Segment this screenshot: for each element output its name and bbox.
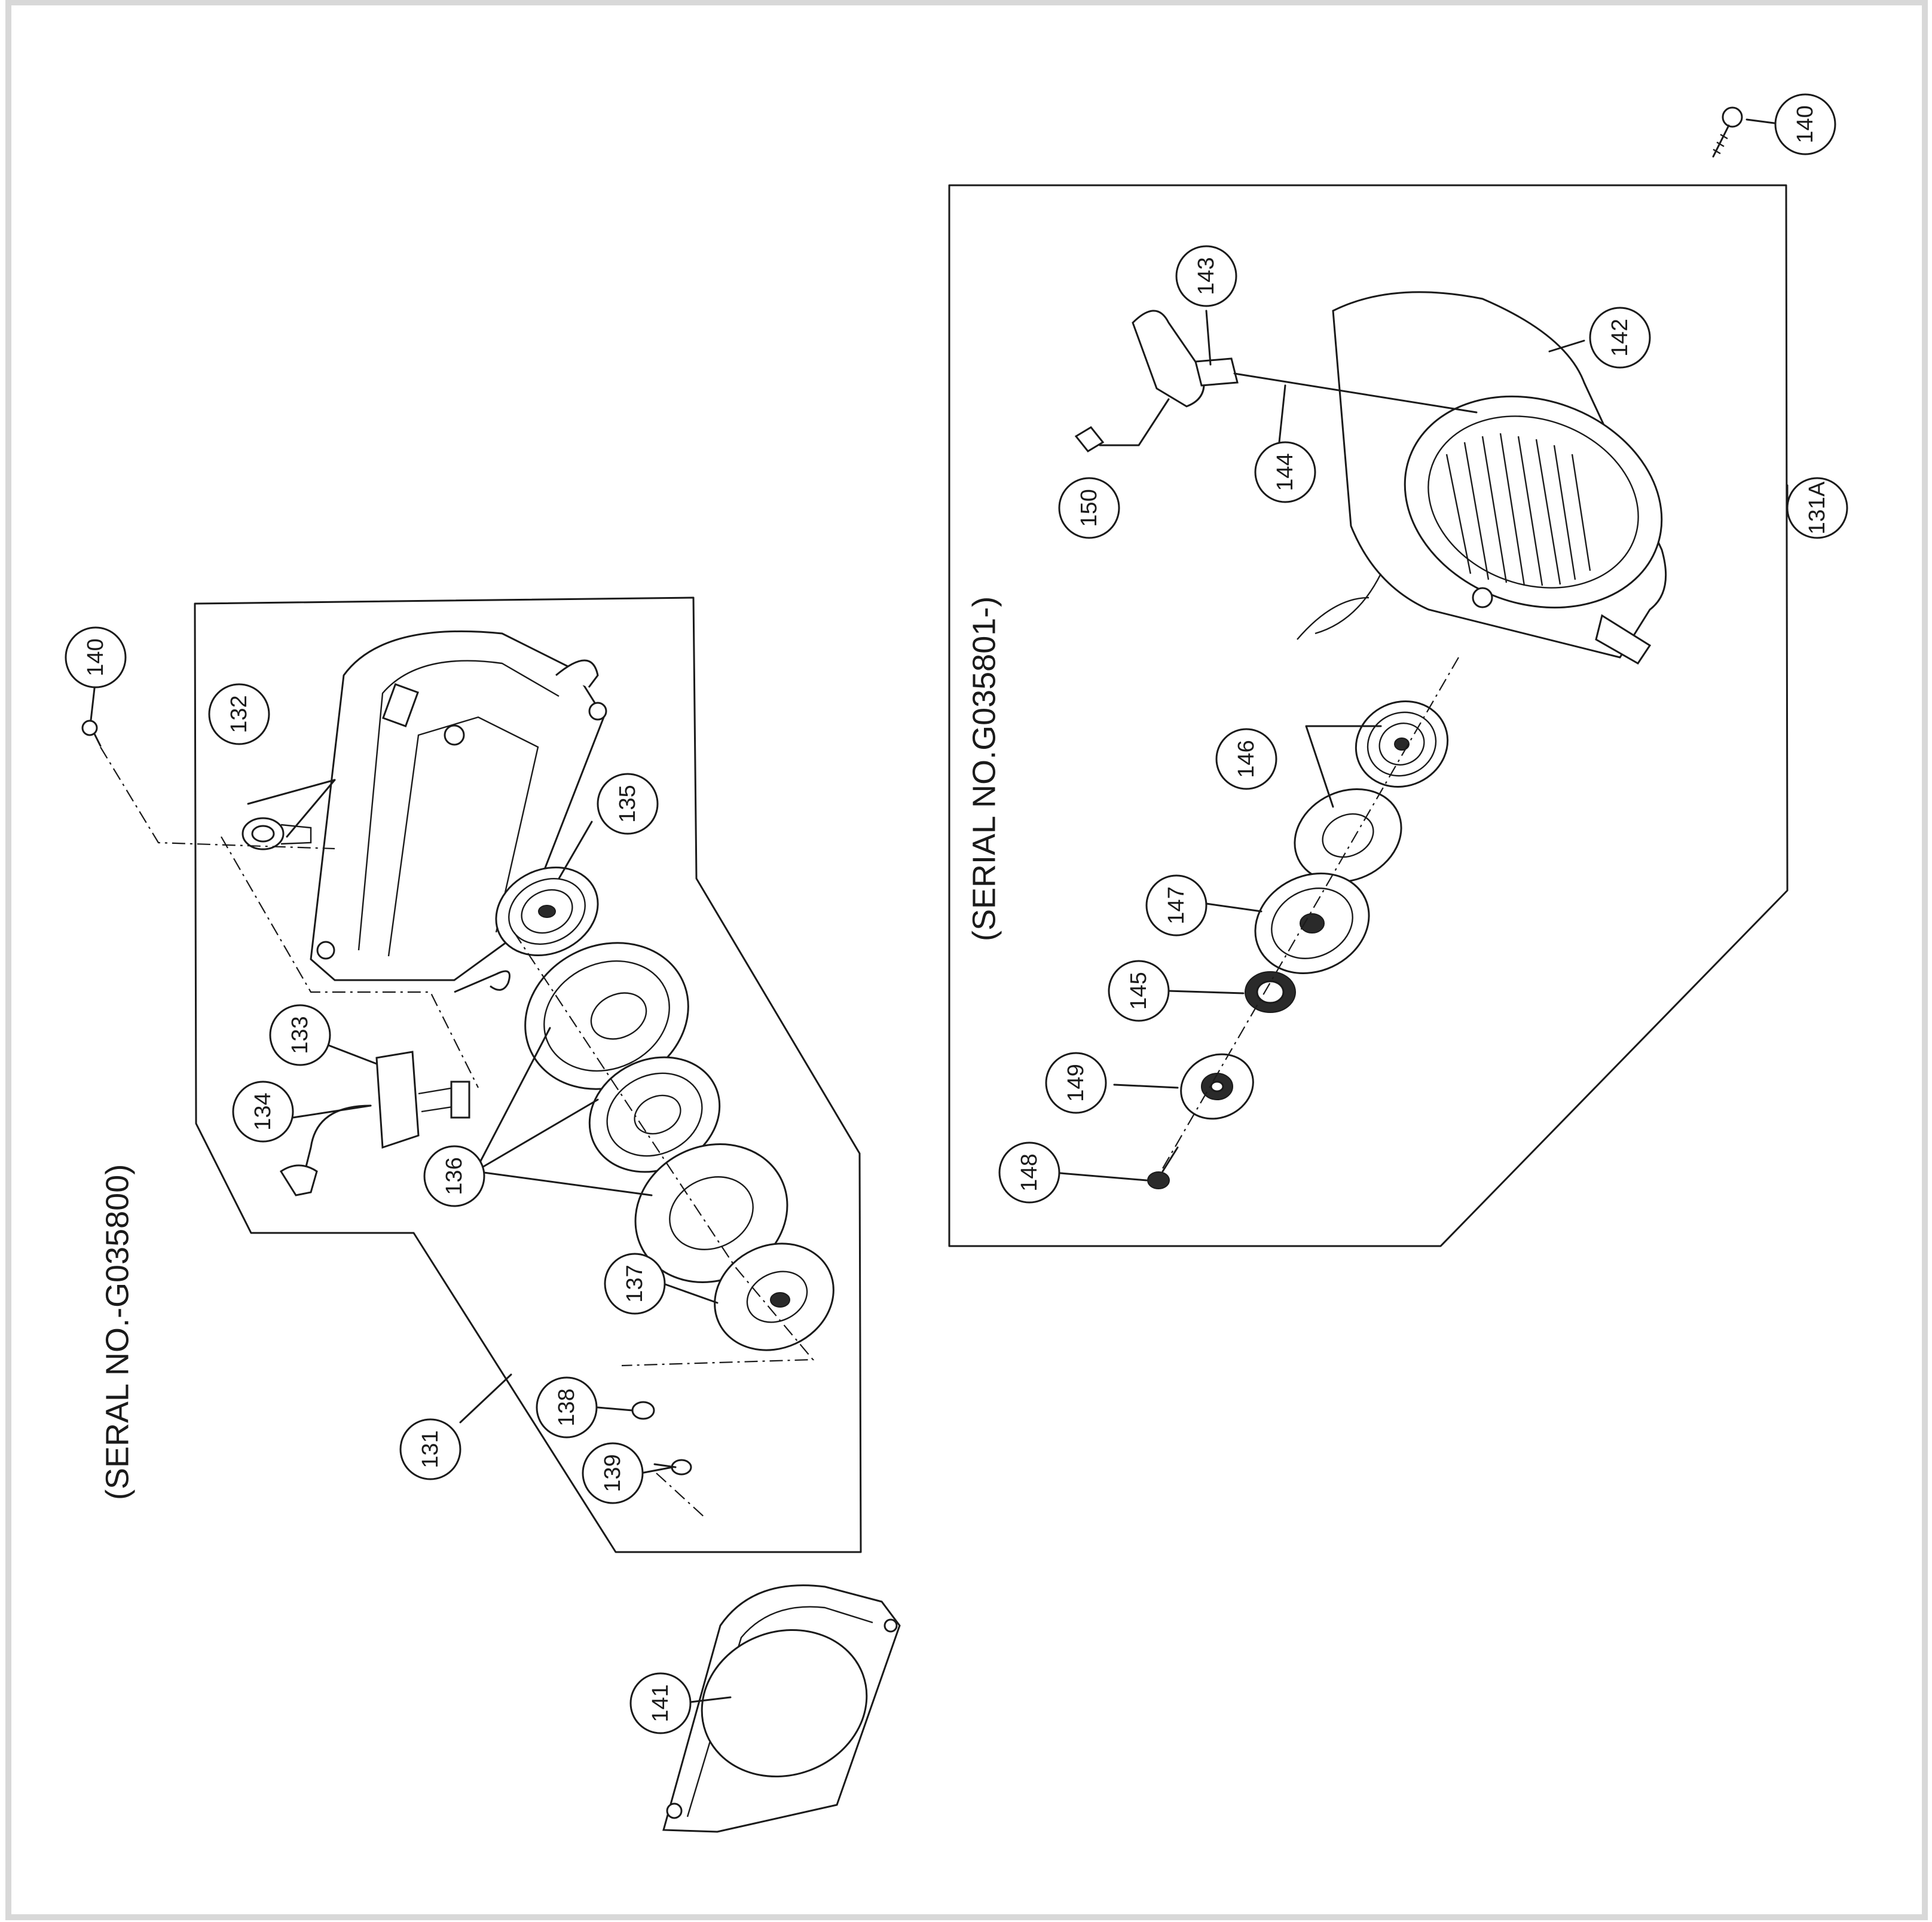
callout-140-right: 140 <box>1774 93 1836 155</box>
pulley-137-drawing <box>714 1242 834 1351</box>
svg-text:132: 132 <box>227 695 252 733</box>
leader-138 <box>597 1406 634 1412</box>
handle-133-drawing <box>279 1051 470 1196</box>
screw-140-left-drawing <box>81 720 102 747</box>
svg-text:136: 136 <box>442 1157 467 1195</box>
callout-144: 144 <box>1254 441 1316 503</box>
pin-drawing <box>454 970 510 993</box>
svg-text:146: 146 <box>1234 740 1259 778</box>
spring-135-drawing <box>495 866 599 957</box>
callout-140-left: 140 <box>65 626 127 688</box>
clip-150-drawing <box>1074 426 1105 452</box>
callout-132: 132 <box>208 683 270 745</box>
page-border <box>5 0 1928 1920</box>
svg-text:141: 141 <box>648 1684 673 1722</box>
leader-147 <box>1205 902 1262 913</box>
callout-142: 142 <box>1589 307 1651 369</box>
callout-137: 137 <box>604 1253 666 1315</box>
svg-text:135: 135 <box>615 785 640 822</box>
callout-131: 131 <box>399 1418 461 1480</box>
leader-139 <box>640 1466 674 1474</box>
svg-text:147: 147 <box>1164 886 1189 924</box>
pulley-147-drawing <box>1254 872 1370 975</box>
callout-141: 141 <box>629 1672 692 1734</box>
svg-text:134: 134 <box>250 1092 276 1130</box>
svg-text:144: 144 <box>1273 453 1298 491</box>
washer-138-drawing <box>631 1401 655 1420</box>
callout-146: 146 <box>1215 728 1277 790</box>
svg-text:138: 138 <box>554 1388 579 1426</box>
starter-housing-142-drawing <box>1297 291 1667 665</box>
leader-141 <box>689 1696 732 1703</box>
callout-139: 139 <box>582 1442 644 1504</box>
svg-text:137: 137 <box>622 1265 647 1302</box>
callout-148: 148 <box>998 1141 1060 1204</box>
leader-144 <box>1278 384 1286 443</box>
svg-text:140: 140 <box>83 638 108 676</box>
retainer-149-drawing <box>1180 1053 1254 1120</box>
centerline-reel <box>513 932 815 1367</box>
leader-150 <box>1099 398 1170 446</box>
leader-132 <box>247 779 336 838</box>
svg-text:142: 142 <box>1607 319 1633 356</box>
bushing-drawing <box>242 817 312 850</box>
leader-137 <box>662 1283 719 1304</box>
callout-131A: 131A <box>1786 477 1848 539</box>
ratchet-145-drawing <box>1245 971 1296 1013</box>
callout-143: 143 <box>1175 245 1237 307</box>
old-assembly-boundary <box>194 596 862 1553</box>
callout-134: 134 <box>232 1081 294 1143</box>
callout-149: 149 <box>1045 1052 1107 1114</box>
svg-text:131: 131 <box>418 1430 443 1468</box>
callout-150: 150 <box>1058 477 1120 539</box>
serial-label-new: (SERIAL NO.G035801-) <box>966 596 1002 941</box>
spring-146-drawing <box>1294 700 1449 883</box>
svg-text:131A: 131A <box>1805 481 1830 534</box>
centerline-139 <box>656 1473 706 1519</box>
leader-149 <box>1113 1084 1179 1089</box>
screw-148-drawing <box>1147 1146 1179 1189</box>
svg-text:148: 148 <box>1017 1153 1042 1191</box>
reel-136-drawing <box>524 942 788 1283</box>
callout-145: 145 <box>1108 960 1170 1022</box>
leader-145 <box>1167 990 1245 994</box>
callout-138: 138 <box>536 1376 598 1439</box>
centerline-132 <box>221 836 479 1088</box>
leader-140-right <box>1745 118 1775 124</box>
centerline-140 <box>100 746 335 850</box>
centerline-new <box>1162 657 1459 1169</box>
svg-text:140: 140 <box>1793 105 1818 143</box>
svg-text:145: 145 <box>1126 972 1151 1009</box>
leader-142 <box>1548 339 1585 353</box>
svg-text:150: 150 <box>1077 489 1102 527</box>
svg-text:143: 143 <box>1194 257 1219 295</box>
leader-136 <box>474 1027 653 1196</box>
leader-134 <box>292 1104 372 1119</box>
callout-136: 136 <box>423 1145 485 1207</box>
new-assembly-boundary <box>948 184 1789 1247</box>
svg-text:133: 133 <box>288 1016 313 1054</box>
screw-140-right-drawing <box>1712 106 1743 158</box>
rope-144-drawing <box>1233 372 1478 414</box>
callout-133: 133 <box>269 1004 331 1066</box>
leader-131 <box>459 1373 512 1424</box>
handle-143-drawing <box>1132 310 1239 408</box>
leader-146 <box>1305 725 1382 808</box>
callout-147: 147 <box>1145 874 1208 936</box>
old-assembly-group <box>81 596 862 1553</box>
cover-141-group <box>662 1584 901 1833</box>
callout-135: 135 <box>597 773 659 835</box>
leader-143 <box>1205 310 1212 366</box>
new-assembly-group <box>948 106 1789 1247</box>
leader-148 <box>1052 1171 1148 1182</box>
leader-140-left <box>90 687 96 721</box>
leader-135 <box>558 821 593 880</box>
serial-label-old: (SERAL NO.-G035800) <box>99 1164 135 1500</box>
svg-text:149: 149 <box>1063 1064 1089 1101</box>
svg-text:139: 139 <box>600 1454 625 1492</box>
